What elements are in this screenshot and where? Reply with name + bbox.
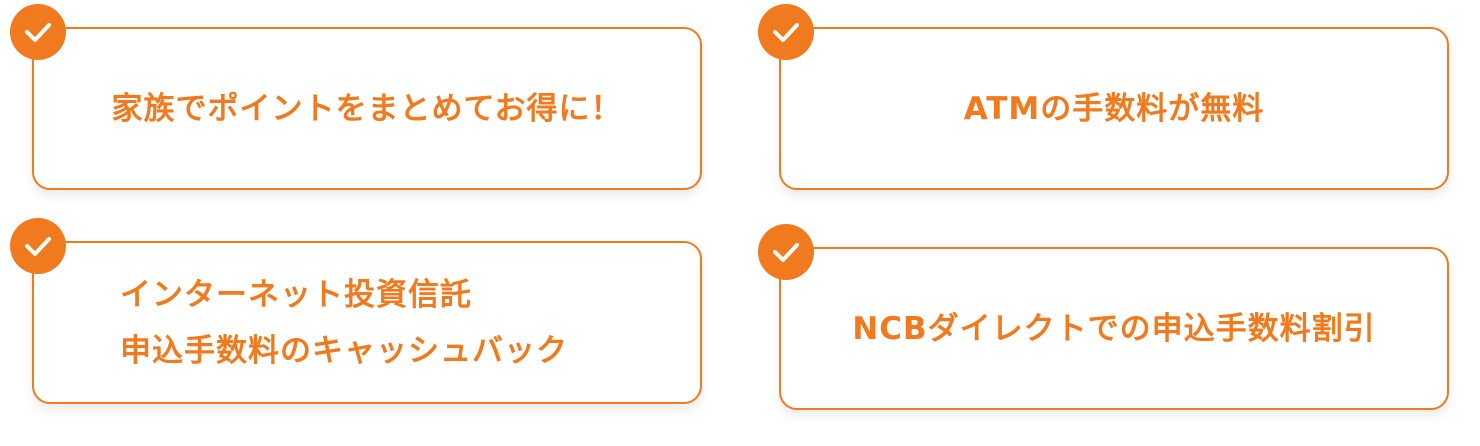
feature-label: 家族でポイントをまとめてお得に！ — [111, 90, 623, 127]
feature-label-line: 申込手数料のキャッシュバック — [120, 332, 568, 369]
feature-label: ATMの手数料が無料 — [963, 90, 1265, 127]
check-icon — [758, 4, 814, 60]
feature-card-ncb-direct-discount: NCBダイレクトでの申込手数料割引 — [779, 247, 1449, 410]
feature-label-line: インターネット投資信託 — [120, 276, 472, 313]
feature-card-investment-cashback: インターネット投資信託 申込手数料のキャッシュバック — [32, 241, 702, 404]
feature-label: NCBダイレクトでの申込手数料割引 — [852, 310, 1376, 347]
feature-card-atm-fee: ATMの手数料が無料 — [779, 27, 1449, 190]
feature-label-block: インターネット投資信託 申込手数料のキャッシュバック — [34, 267, 568, 379]
check-icon — [758, 224, 814, 280]
check-icon — [10, 218, 66, 274]
check-icon — [10, 4, 66, 60]
feature-card-family-points: 家族でポイントをまとめてお得に！ — [32, 27, 702, 190]
